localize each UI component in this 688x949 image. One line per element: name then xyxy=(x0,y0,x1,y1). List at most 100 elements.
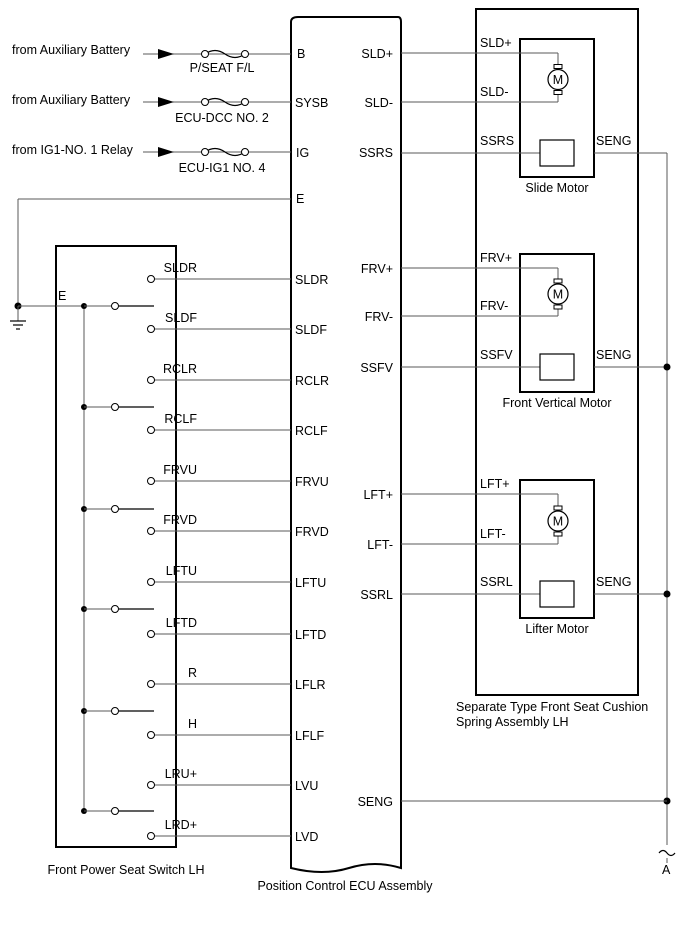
ground-line: E xyxy=(10,192,304,330)
ecu-left-pin: FRVD xyxy=(295,525,329,539)
ecu-pin-ig: IG xyxy=(296,146,309,160)
cushion-name-line2: Spring Assembly LH xyxy=(456,715,569,729)
ecu-left-pin: RCLF xyxy=(295,424,328,438)
ecu-right-pin: SSFV xyxy=(360,361,393,375)
ecu-left-pin: SLDR xyxy=(295,273,328,287)
motor-neg-label: SLD- xyxy=(480,85,508,99)
motor-symbol: M xyxy=(553,288,563,302)
switch-terminal-label: LFTD xyxy=(166,616,197,630)
ecu-right-pin: SSRS xyxy=(359,146,393,160)
source-row-ig: from IG1-NO. 1 Relay ECU-IG1 NO. 4 IG xyxy=(12,143,309,175)
switch-terminal xyxy=(147,630,155,638)
motor-pos-label: LFT+ xyxy=(480,477,510,491)
switch-terminal-label: SLDF xyxy=(165,311,197,325)
ecu-right-pin: SLD- xyxy=(365,96,393,110)
motor-icon xyxy=(547,283,569,305)
motor-brush xyxy=(553,90,563,95)
switch-terminal xyxy=(147,275,155,283)
motor-brush xyxy=(553,304,563,310)
switch-common-contact xyxy=(111,807,119,815)
ecu-left-pin: LFLF xyxy=(295,729,325,743)
ecu-left-pin: LFTU xyxy=(295,576,326,590)
ecu-left-pin: LFTD xyxy=(295,628,326,642)
motor-brush xyxy=(553,531,563,537)
ecu-right-pin: SLD+ xyxy=(361,47,393,61)
switch-terminal xyxy=(147,578,155,586)
fuse-icon xyxy=(204,49,246,59)
seng-label: SENG xyxy=(596,134,631,148)
motor-brush xyxy=(553,505,563,511)
ecu-pin-b: B xyxy=(297,47,305,61)
switch-terminal-label: RCLF xyxy=(164,412,197,426)
motor-icon xyxy=(547,510,569,532)
fuse-icon xyxy=(204,97,246,107)
ecu-body xyxy=(290,16,402,873)
switch-terminal xyxy=(147,680,155,688)
motor-brush xyxy=(553,278,563,284)
switch-common-contact xyxy=(111,605,119,613)
sensor-label: SSFV xyxy=(480,348,513,362)
ecu-pin-sysb: SYSB xyxy=(295,96,328,110)
switch-common-contact xyxy=(111,302,119,310)
switch-terminal xyxy=(147,832,155,840)
sensor-icon xyxy=(539,139,575,167)
source-row-sysb: from Auxiliary Battery ECU-DCC NO. 2 SYS… xyxy=(12,93,328,125)
fuse-label: ECU-DCC NO. 2 xyxy=(175,111,269,125)
switch-terminal-label: FRVU xyxy=(163,463,197,477)
cushion-box xyxy=(475,8,639,696)
sensor-label: SSRL xyxy=(480,575,513,589)
ecu-name: Position Control ECU Assembly xyxy=(257,879,433,893)
motor-box xyxy=(519,253,595,393)
switch-common-contact xyxy=(111,505,119,513)
source-label: from Auxiliary Battery xyxy=(12,43,131,57)
motor-block: M SLD+ SLD- SSRS SENG Slide Motor xyxy=(401,36,667,195)
connector-label: A xyxy=(662,863,671,877)
switch-ground-label: E xyxy=(58,289,66,303)
switch-terminal-label: H xyxy=(188,717,197,731)
switch-terminal-label: LFTU xyxy=(166,564,197,578)
motor-pos-label: FRV+ xyxy=(480,251,512,265)
motor-neg-label: LFT- xyxy=(480,527,506,541)
switch-terminal-label: SLDR xyxy=(164,261,197,275)
motor-pos-label: SLD+ xyxy=(480,36,512,50)
ecu-left-pin: FRVU xyxy=(295,475,329,489)
motor-name: Slide Motor xyxy=(525,181,588,195)
sensor-label: SSRS xyxy=(480,134,514,148)
fuse-label: P/SEAT F/L xyxy=(190,61,255,75)
motor-name: Lifter Motor xyxy=(525,622,588,636)
fuse-icon xyxy=(204,147,246,157)
connector-break-icon xyxy=(658,849,676,857)
ecu-left-pin: LVD xyxy=(295,830,318,844)
switch-terminal xyxy=(147,781,155,789)
sensor-icon xyxy=(539,580,575,608)
ecu-left-pins: SLDR SLDF RCLR RCLF FRVU FRVD LFTU LFTD LFLR LFLF… xyxy=(295,273,329,844)
switch-terminal xyxy=(147,731,155,739)
ground-icon xyxy=(10,320,26,330)
ecu-left-pin: LVU xyxy=(295,779,318,793)
switch-box xyxy=(55,245,177,848)
motor-symbol: M xyxy=(553,73,563,87)
motor-symbol: M xyxy=(553,515,563,529)
seng-label: SENG xyxy=(596,575,631,589)
switch-terminal-label: RCLR xyxy=(163,362,197,376)
switch-name: Front Power Seat Switch LH xyxy=(47,863,204,877)
switch-terminal-label: R xyxy=(188,666,197,680)
switch-terminal xyxy=(147,325,155,333)
switch-terminal-label: LRU+ xyxy=(165,767,197,781)
motor-brush xyxy=(553,64,563,69)
switch-terminal-label: LRD+ xyxy=(165,818,197,832)
fuse-label: ECU-IG1 NO. 4 xyxy=(179,161,266,175)
ecu-left-pin: SLDF xyxy=(295,323,327,337)
switch-terminal xyxy=(147,477,155,485)
ecu-right-pin: FRV- xyxy=(365,310,393,324)
ecu-left-pin: LFLR xyxy=(295,678,326,692)
switch-terminal xyxy=(147,527,155,535)
source-row-b: from Auxiliary Battery P/SEAT F/L B xyxy=(12,43,305,75)
seng-label: SENG xyxy=(596,348,631,362)
ecu-left-pin: RCLR xyxy=(295,374,329,388)
ecu-right-pin: LFT- xyxy=(367,538,393,552)
source-label: from IG1-NO. 1 Relay xyxy=(12,143,134,157)
